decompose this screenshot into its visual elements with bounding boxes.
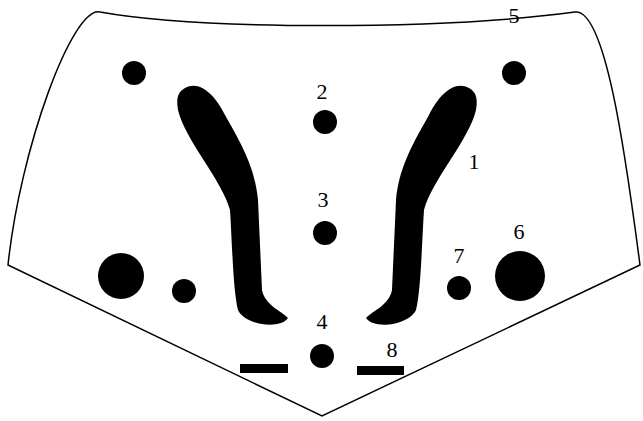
callout-number: 5 <box>509 5 520 27</box>
callout-number: 2 <box>317 81 328 103</box>
spot <box>502 61 526 85</box>
callout-number: 7 <box>454 245 465 267</box>
callout-number: 6 <box>514 221 525 243</box>
body-outline <box>8 12 640 416</box>
right-sclerite <box>366 86 477 325</box>
spot <box>447 276 471 300</box>
callout-number: 1 <box>469 151 480 173</box>
callout-number: 3 <box>318 189 329 211</box>
spot <box>310 344 334 368</box>
callout-number: 4 <box>317 311 328 333</box>
large-spot <box>495 251 545 301</box>
spot <box>172 279 196 303</box>
spot <box>122 61 146 85</box>
spot <box>313 221 337 245</box>
callout-number: 8 <box>387 339 398 361</box>
bar-mark <box>240 364 288 373</box>
large-spot <box>98 253 144 299</box>
bar-mark <box>357 366 404 375</box>
spot <box>313 110 337 134</box>
